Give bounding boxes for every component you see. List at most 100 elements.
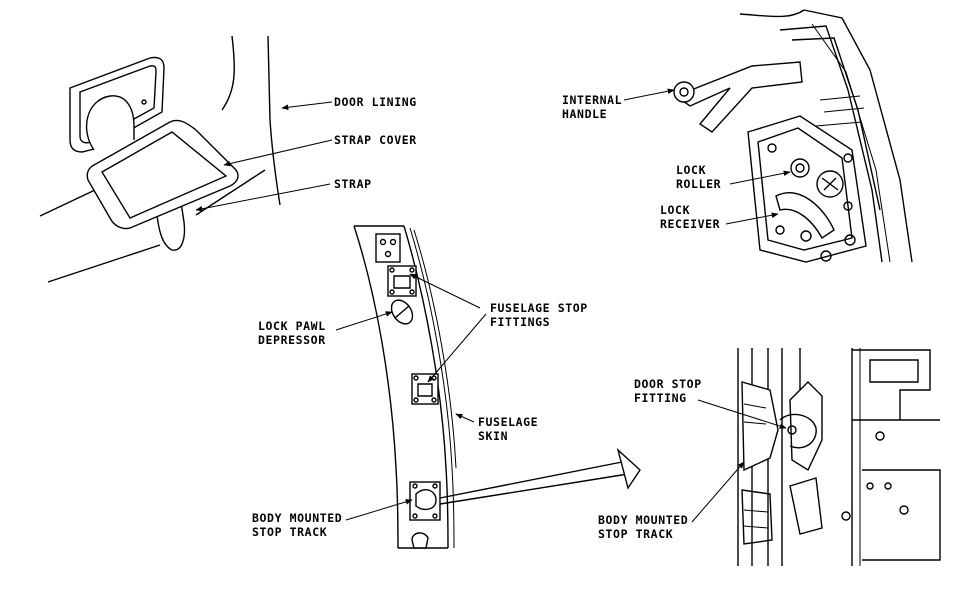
detail-lower-panel (862, 469, 941, 561)
fuselage-skin-leader (455, 413, 475, 423)
label-door-lining: DOOR LINING (334, 95, 417, 109)
upper-stop-rivet-1 (389, 267, 395, 273)
label-lock-roller-2: ROLLER (676, 177, 721, 191)
bolt-6 (820, 250, 832, 262)
track-rivet-2 (432, 483, 438, 489)
strap-cover-inner (101, 131, 228, 219)
door-stop-detail-drawing (737, 348, 941, 566)
lock-mechanism-drawing (673, 9, 913, 263)
detail-body-fitting (741, 381, 779, 472)
middle-stop-fitting (411, 373, 439, 405)
detail-hole-5 (841, 511, 851, 521)
fastener-dot (141, 99, 147, 105)
label-fuselage-skin-2: SKIN (478, 429, 508, 443)
bolt-5 (800, 230, 812, 242)
upper-rivet-2 (389, 238, 397, 246)
door-panel-line-upper (39, 189, 96, 217)
door-stop-roller (779, 413, 817, 449)
label-lock-pawl-depressor-2: DEPRESSOR (258, 333, 326, 347)
door-stop-fitting-shape (789, 381, 823, 472)
frame-right-edge (403, 225, 449, 549)
detail-hatching (743, 403, 769, 529)
lock-pawl-slot (394, 305, 410, 319)
frame-left-edge (353, 225, 399, 549)
upper-stop-fitting (387, 265, 417, 297)
strap-cover-shape (86, 119, 239, 230)
label-door-stop-fitting-2: FITTING (634, 391, 687, 405)
label-internal-handle-2: HANDLE (562, 107, 607, 121)
label-fuselage-stop-fittings-1: FUSELAGE STOP (490, 301, 588, 315)
door-lining-leader (281, 101, 333, 111)
detail-bracket-top (852, 349, 931, 420)
lock-receiver-cross (821, 177, 839, 191)
lock-roller-leader (729, 170, 791, 185)
detail-hole-1 (875, 431, 885, 441)
strap-loop (85, 95, 135, 151)
body-stop-track-right-leader (691, 461, 745, 523)
label-lock-roller-1: LOCK (676, 163, 706, 177)
upper-stop-rivet-3 (389, 289, 395, 295)
frame-detail (815, 95, 865, 127)
label-fuselage-skin-1: FUSELAGE (478, 415, 538, 429)
label-lock-pawl-depressor-1: LOCK PAWL (258, 319, 326, 333)
bolt-3 (843, 153, 853, 163)
fuselage-stop-fittings-leader-2 (427, 313, 487, 383)
door-frame-inner-1 (779, 25, 883, 263)
door-frame-top (739, 9, 805, 18)
door-lining-edge (221, 35, 235, 111)
middle-rivet-4 (431, 397, 437, 403)
handle-pivot (673, 81, 695, 103)
lock-roller-shape (790, 158, 810, 178)
bolt-7 (844, 234, 856, 246)
callout-shaft (439, 461, 629, 505)
upper-stop-rivet-4 (409, 289, 415, 295)
strap-assembly-drawing (39, 35, 281, 283)
track-rivet-3 (412, 513, 418, 519)
lock-housing-inner (757, 127, 853, 251)
door-stop-fitting-leader (697, 399, 787, 429)
detail-lower-body-fitting (741, 489, 773, 545)
detail-bracket-inner (869, 359, 919, 383)
strap-cover-leader (223, 139, 333, 167)
door-frame-inner-2 (791, 37, 881, 211)
detail-callout-arrow (439, 447, 641, 505)
middle-rivet-1 (413, 375, 419, 381)
upper-fitting-plate (375, 233, 401, 263)
door-panel-line-lower (47, 244, 161, 283)
label-lock-receiver-2: RECEIVER (660, 217, 720, 231)
bolt-4 (843, 201, 853, 211)
lock-roller-center (795, 163, 805, 173)
detail-hole-3 (884, 482, 892, 490)
strap-leader (195, 183, 331, 212)
fuselage-stop-fittings-leader-1 (409, 273, 481, 309)
upper-stop-fitting-slot (393, 275, 411, 289)
lock-pawl-depressor-leader (335, 311, 393, 331)
frame-skin-line-1 (409, 227, 455, 549)
frame-skin-line-2 (413, 229, 457, 469)
stop-track-shape (415, 489, 437, 511)
track-rivet-4 (432, 513, 438, 519)
bolt-1 (767, 143, 777, 153)
fuselage-frame-drawing (353, 225, 457, 549)
body-stop-track-left-leader (345, 499, 413, 521)
detail-hole-2 (866, 482, 874, 490)
label-strap-cover: STRAP COVER (334, 133, 417, 147)
upper-rivet-3 (384, 250, 392, 258)
door-lining-panel (267, 35, 281, 206)
label-body-mounted-stop-track-right-2: STOP TRACK (598, 527, 673, 541)
label-strap: STRAP (334, 177, 372, 191)
callout-arrowhead (616, 447, 641, 490)
label-body-mounted-stop-track-left-2: STOP TRACK (252, 525, 327, 539)
label-internal-handle-1: INTERNAL (562, 93, 622, 107)
upper-stop-rivet-2 (409, 267, 415, 273)
upper-rivet-1 (379, 238, 387, 246)
label-body-mounted-stop-track-right-1: BODY MOUNTED (598, 513, 688, 527)
handle-pivot-hole (679, 87, 689, 97)
door-frame-inner-3 (811, 23, 891, 263)
label-body-mounted-stop-track-left-1: BODY MOUNTED (252, 511, 342, 525)
middle-stop-fitting-slot (417, 383, 433, 397)
lock-receiver-leader (725, 212, 779, 225)
internal-handle-shape (674, 61, 803, 133)
internal-handle-leader (623, 88, 675, 101)
